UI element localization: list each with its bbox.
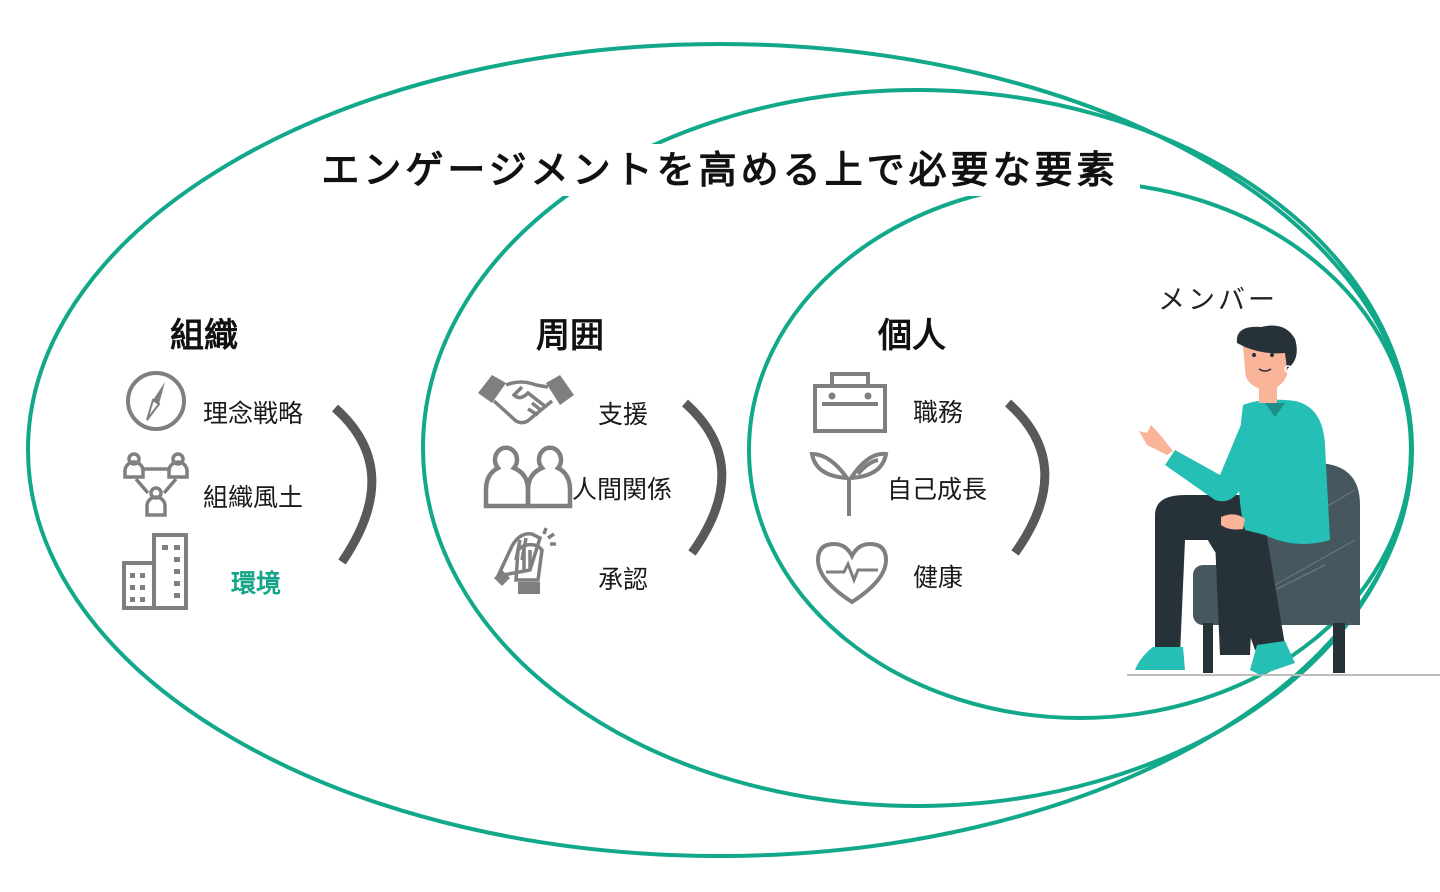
two-people-icon (483, 445, 573, 509)
item-org-culture: 組織風土 (203, 483, 304, 512)
item-health: 健康 (913, 563, 964, 592)
item-support: 支援 (598, 400, 649, 429)
item-environment: 環境 (231, 569, 282, 598)
group-title-surroundings: 周囲 (536, 316, 604, 356)
bracket-individual (1005, 399, 1050, 556)
org-network-icon (123, 452, 189, 517)
item-job-duties: 職務 (913, 398, 964, 427)
item-relationships: 人間関係 (572, 475, 673, 504)
bracket-surroundings (682, 399, 727, 556)
compass-icon (126, 371, 186, 431)
seated-person-illustration (1127, 325, 1440, 676)
item-philosophy-strategy: 理念戦略 (203, 399, 304, 428)
item-self-growth: 自己成長 (887, 475, 988, 504)
bracket-organization (332, 404, 377, 565)
diagram-title: エンゲージメントを高める上で必要な要素 (300, 144, 1140, 196)
member-label: メンバー (1158, 285, 1278, 316)
heart-pulse-icon (815, 541, 889, 605)
handshake-icon (478, 375, 574, 425)
group-title-organization: 組織 (170, 316, 238, 356)
clapping-hands-icon (494, 527, 556, 594)
group-title-individual: 個人 (878, 316, 946, 356)
item-recognition: 承認 (598, 565, 649, 594)
toolbox-icon (813, 372, 887, 433)
building-icon (122, 533, 188, 610)
sprout-icon (809, 451, 889, 516)
